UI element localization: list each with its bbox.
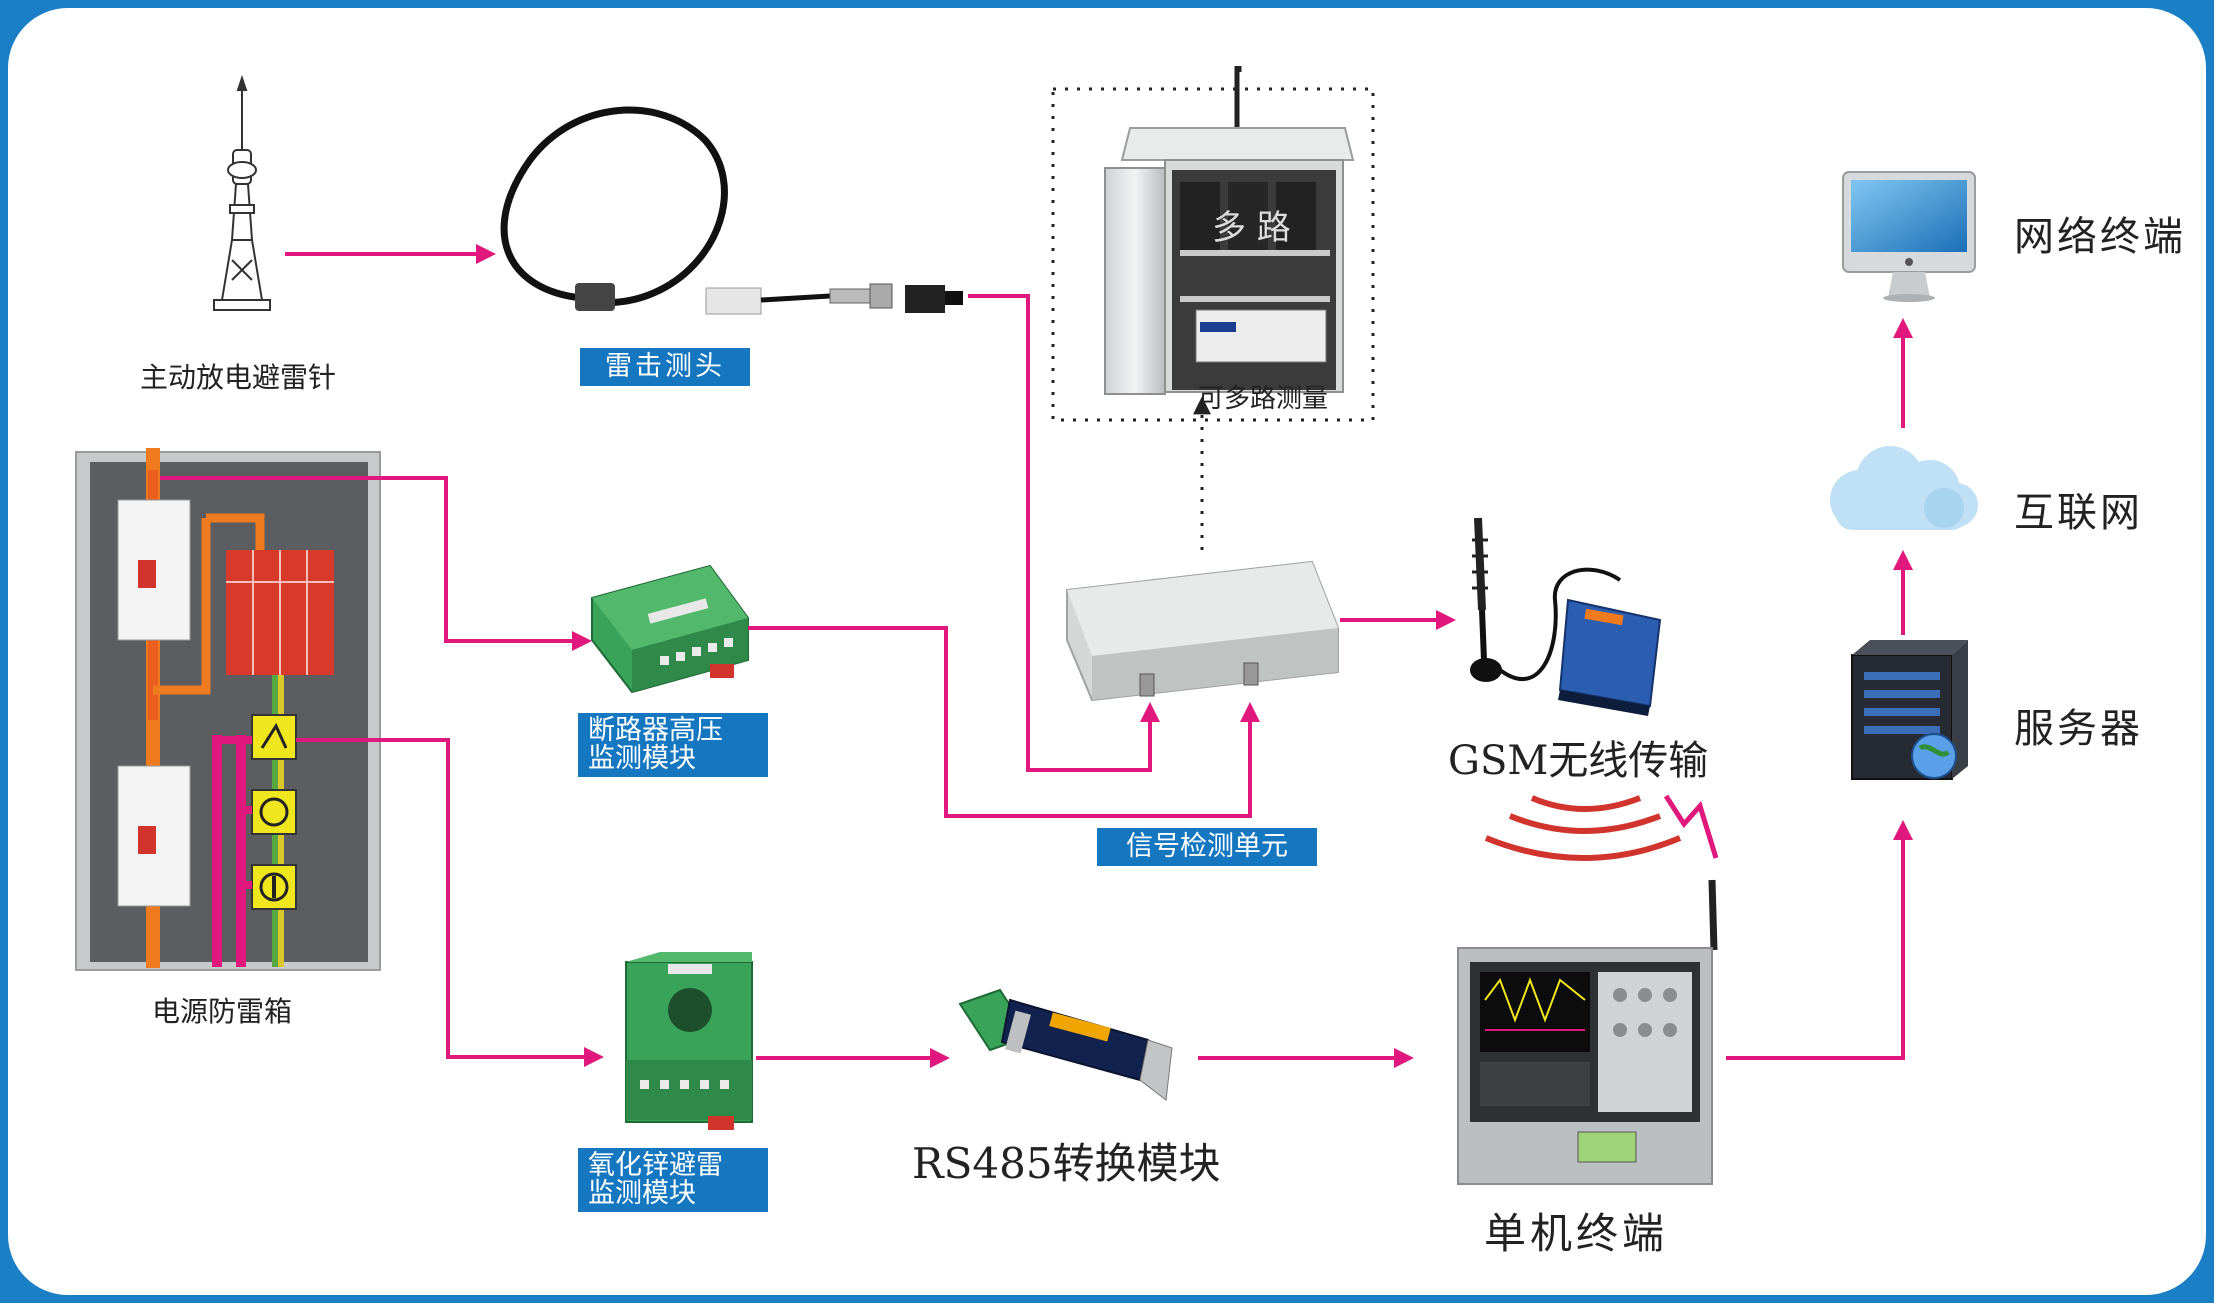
breaker-module-tag-line1: 断路器高压: [588, 715, 723, 746]
gsm-modem-icon: [1470, 517, 1662, 716]
zno-module-tag-line1: 氧化锌避雷: [588, 1150, 723, 1181]
signal-detection-box-icon: [1066, 560, 1339, 702]
rs485-converter-icon: [958, 988, 1173, 1101]
standalone-terminal-icon: [1457, 879, 1718, 1185]
breaker-monitor-module-icon: [591, 564, 749, 694]
server-label: 服务器: [2014, 706, 2143, 752]
lightning-rod-icon: [213, 74, 271, 311]
lightning-rod-label: 主动放电避雷针: [140, 361, 337, 394]
internet-cloud-icon: [1830, 446, 1978, 530]
lightning-probe-tag: 雷击测头: [580, 348, 750, 386]
zno-module-tag: 氧化锌避雷 监测模块: [578, 1148, 768, 1212]
rs485-label: RS485转换模块: [912, 1139, 1221, 1188]
network-terminal-computer-icon: [1842, 171, 1976, 302]
power-surge-box-icon: [75, 448, 381, 971]
server-icon: [1851, 640, 1968, 780]
signal-unit-tag: 信号检测单元: [1097, 828, 1317, 866]
lightning-probe-icon: [500, 106, 963, 315]
internet-label: 互联网: [2014, 490, 2143, 536]
outdoor-cabinet-icon: [1104, 66, 1355, 395]
power-box-label: 电源防雷箱: [152, 995, 293, 1028]
connection-arrows: [160, 244, 1913, 1068]
standalone-terminal-label: 单机终端: [1484, 1209, 1669, 1258]
gsm-label: GSM无线传输: [1448, 738, 1709, 784]
multi-channel-label: 可多路测量: [1198, 384, 1329, 414]
zno-module-tag-line2: 监测模块: [588, 1178, 696, 1209]
cabinet-overlay-text: 多 路: [1212, 208, 1291, 248]
wireless-signal-waves-icon: [1484, 794, 1719, 861]
breaker-module-tag: 断路器高压 监测模块: [578, 713, 768, 777]
zno-arrester-monitor-module-icon: [625, 952, 753, 1130]
network-terminal-label: 网络终端: [2014, 214, 2186, 260]
breaker-module-tag-line2: 监测模块: [588, 743, 696, 774]
